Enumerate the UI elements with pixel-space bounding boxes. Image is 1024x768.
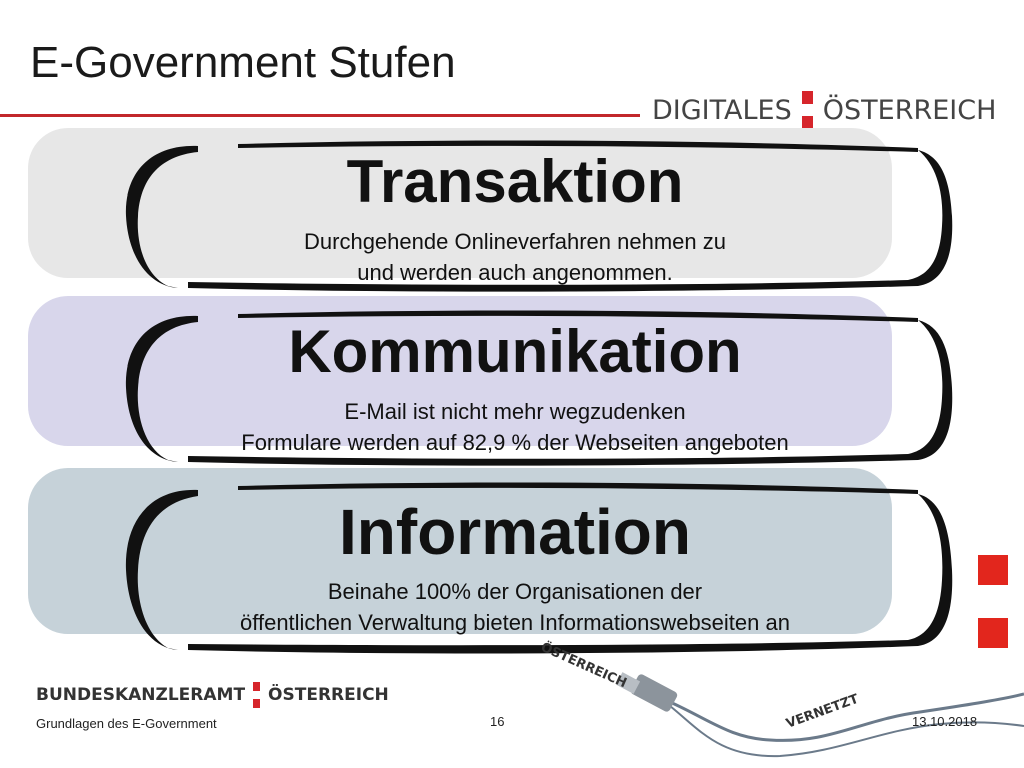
stage-description-line: E-Mail ist nicht mehr wegzudenken	[344, 399, 686, 424]
stage-transaktion: Transaktion Durchgehende Onlineverfahren…	[130, 152, 900, 288]
footer-page-number: 16	[490, 714, 505, 729]
stage-heading: Kommunikation	[288, 318, 742, 385]
stage-kommunikation: Kommunikation E-Mail ist nicht mehr wegz…	[130, 322, 900, 458]
stage-heading: Transaktion	[346, 148, 684, 215]
stage-description-line: Formulare werden auf 82,9 % der Webseite…	[241, 430, 789, 455]
footer-logo-word-right: ÖSTERREICH	[268, 685, 389, 705]
cable-label-upper: ÖSTERREICH	[538, 639, 629, 691]
stage-heading: Information	[339, 496, 691, 568]
stage-description-line: Durchgehende Onlineverfahren nehmen zu	[304, 229, 726, 254]
stage-information: Information Beinahe 100% der Organisatio…	[130, 500, 900, 638]
decorative-red-square	[978, 555, 1008, 585]
brush-frame-information	[125, 482, 953, 654]
slide-title: E-Government Stufen	[30, 38, 456, 87]
decorative-red-square	[978, 618, 1008, 648]
stage-description-line: Beinahe 100% der Organisationen der	[327, 579, 703, 604]
bundeskanzleramt-logo: BUNDESKANZLERAMT ÖSTERREICH	[36, 682, 389, 708]
brush-frame-kommunikation	[125, 310, 953, 466]
footer-logo-separator-icon	[253, 682, 261, 708]
title-divider	[0, 114, 640, 117]
footer-date: 13.10.2018	[912, 714, 978, 729]
digitales-oesterreich-logo: DIGITALES ÖSTERREICH	[652, 88, 996, 132]
footer-subject: Grundlagen des E-Government	[36, 716, 217, 731]
logo-word-right: ÖSTERREICH	[822, 94, 997, 126]
brush-frame-transaktion	[125, 140, 953, 292]
logo-word-left: DIGITALES	[652, 94, 792, 126]
footer-logo-word-left: BUNDESKANZLERAMT	[36, 685, 246, 705]
stage-description-line: und werden auch angenommen.	[357, 260, 673, 285]
stage-description-line: öffentlichen Verwaltung bieten Informati…	[240, 610, 790, 635]
logo-separator-icon	[801, 91, 813, 129]
network-cable-icon: ÖSTERREICH VERNETZT	[538, 639, 1024, 758]
cable-label-lower: VERNETZT	[784, 692, 861, 732]
